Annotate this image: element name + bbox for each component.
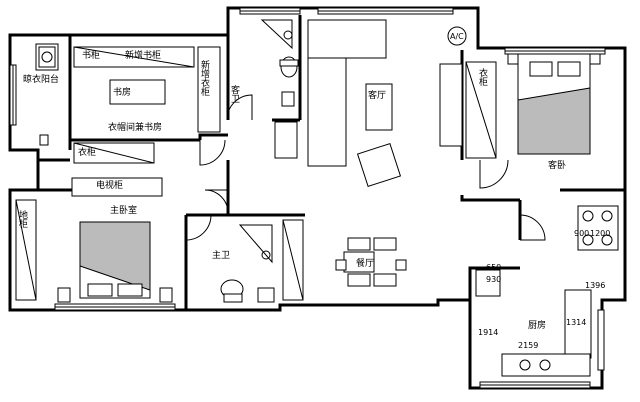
dim-650: 650 [486, 263, 501, 272]
dining-room-label: 餐厅 [356, 257, 374, 269]
dim-900: 900 [574, 229, 589, 238]
small-wardrobe-label: 衣柜 [78, 146, 96, 158]
dim-1396: 1396 [585, 281, 605, 290]
master-bath: 主卫 [212, 219, 304, 303]
outer-walls [8, 6, 627, 390]
floor-cabinet-label: 地柜 [17, 209, 28, 229]
dim-2159: 2159 [518, 341, 538, 350]
master-bedroom: 电视柜 主卧室 地柜 [15, 177, 173, 303]
new-wardrobe-label: 新增衣柜 [199, 59, 210, 97]
laundry-balcony-label: 晾衣阳台 [23, 73, 59, 85]
guest-bedroom-label: 客卧 [548, 159, 566, 171]
master-bedroom-label: 主卧室 [110, 204, 137, 216]
living-room: A/C 客厅 [307, 19, 467, 188]
new-bookshelf-label: 新增书柜 [125, 49, 161, 61]
dim-1914: 1914 [478, 328, 498, 337]
dim-1314: 1314 [566, 318, 586, 327]
dining-room: 餐厅 [335, 237, 407, 287]
kitchen-label: 厨房 [528, 319, 546, 331]
guest-bath-label: 客卫 [229, 84, 240, 103]
guest-bath: 客卫 [229, 19, 299, 159]
study-desk-label: 书房 [113, 86, 131, 98]
doors [119, 94, 546, 300]
bookshelf-label: 书柜 [82, 49, 100, 61]
laundry-balcony: 晾衣阳台 [23, 43, 59, 146]
windows [9, 7, 606, 389]
master-bath-label: 主卫 [212, 249, 230, 261]
cloakroom-study-label: 衣帽间兼书房 [108, 121, 162, 133]
dim-1200: 1200 [590, 229, 610, 238]
ac-label: A/C [450, 32, 464, 41]
living-room-label: 客厅 [368, 89, 386, 101]
cloakroom-study: 书柜 新增书柜 书房 衣帽间兼书房 衣柜 新增衣柜 [73, 46, 221, 164]
tv-cabinet-label: 电视柜 [96, 179, 123, 191]
guest-bedroom: 衣柜 客卧 [465, 53, 601, 171]
kitchen: 900 1200 650 930 1396 1914 1314 2159 厨房 [475, 205, 619, 377]
dim-930: 930 [486, 275, 501, 284]
guest-wardrobe-label: 衣柜 [477, 67, 488, 87]
